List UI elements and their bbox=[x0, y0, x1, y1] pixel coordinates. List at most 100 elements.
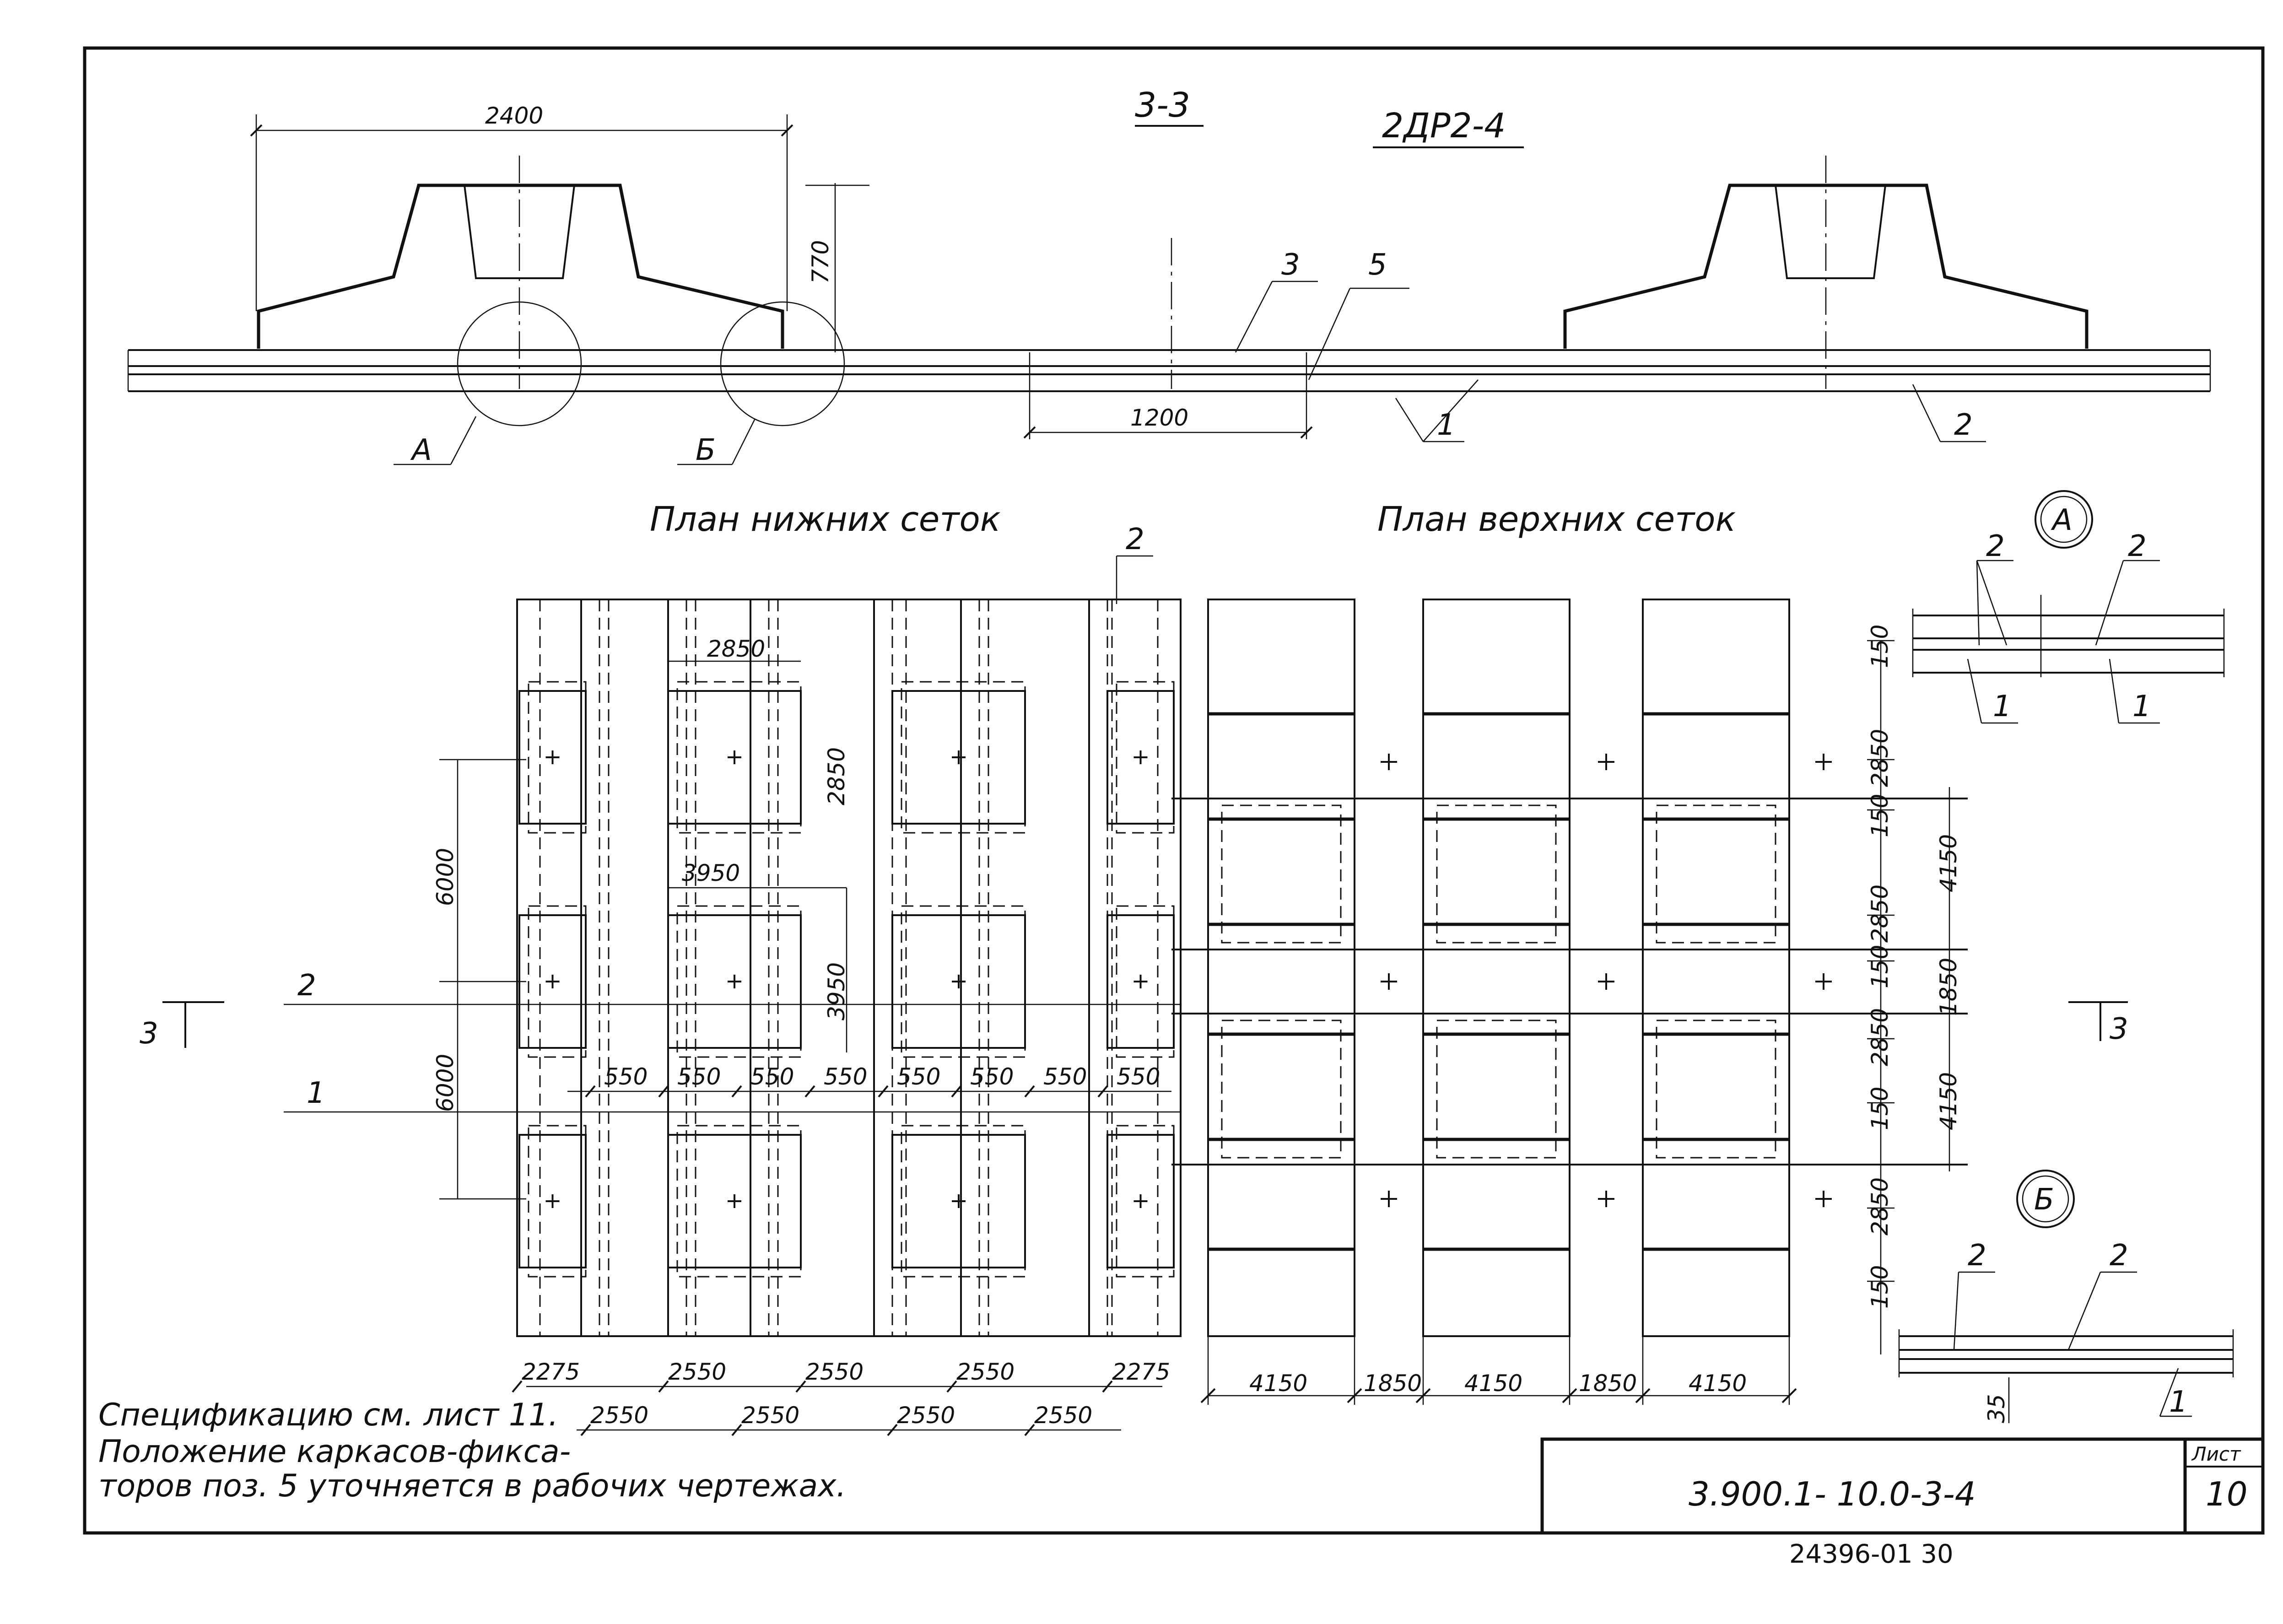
axis-1: 1 bbox=[307, 1076, 325, 1110]
dim-upper-bottom: 1850 bbox=[1579, 1370, 1637, 1397]
detail-b-pos-2b: 2 bbox=[2110, 1239, 2128, 1273]
dim-tick bbox=[887, 1424, 898, 1436]
dim-tick bbox=[512, 1380, 523, 1393]
detail-a-pos-2b: 2 bbox=[2128, 529, 2147, 563]
cut-mark-right: 3 bbox=[2110, 1012, 2128, 1046]
dim-6000-top: 6000 bbox=[432, 848, 459, 906]
bay-tick bbox=[804, 1085, 815, 1098]
pad-hidden bbox=[1116, 905, 1175, 1058]
archive-number: 24396-01 30 bbox=[1789, 1539, 1954, 1569]
sheet-frame bbox=[83, 46, 2265, 1535]
dim-upper-bottom: 4150 bbox=[1689, 1370, 1747, 1397]
dim-lower-top: 2550 bbox=[668, 1359, 726, 1385]
pos-5: 5 bbox=[1368, 248, 1387, 282]
detail-a-label: А bbox=[2051, 503, 2073, 537]
detail-b-pos-1: 1 bbox=[2169, 1385, 2188, 1419]
upper-hidden bbox=[1656, 804, 1776, 944]
upper-hidden bbox=[1221, 1020, 1342, 1159]
pad-outline bbox=[891, 690, 1026, 825]
lower-mesh-plan: 2 2 1 3 6000 6000 2850 2850 3950 3950 55… bbox=[140, 523, 1182, 1436]
pad-hidden bbox=[901, 905, 1026, 1058]
dim-550: 550 bbox=[1043, 1063, 1087, 1090]
bay-tick bbox=[1024, 1085, 1035, 1098]
sheet-label: Лист bbox=[2191, 1443, 2241, 1465]
dim-2850-w: 2850 bbox=[707, 636, 765, 662]
dim-lower-bot: 2550 bbox=[1034, 1402, 1092, 1429]
dim-3950-h: 3950 bbox=[823, 962, 850, 1020]
pad-hidden bbox=[1116, 1125, 1175, 1278]
pad-hidden bbox=[528, 905, 587, 1058]
dim-right-col2: 4150 bbox=[1935, 834, 1962, 892]
pad-outline bbox=[891, 1134, 1026, 1268]
note-line-1: Спецификацию см. лист 11. bbox=[98, 1397, 558, 1433]
pad-outline bbox=[891, 914, 1026, 1049]
dim-tick bbox=[731, 1424, 742, 1436]
upper-strip bbox=[1642, 599, 1790, 1337]
upper-strip bbox=[1422, 599, 1571, 1337]
pad-hidden bbox=[528, 681, 587, 834]
dim-right-col1: 150 bbox=[1867, 1265, 1893, 1309]
detail-b-pos-2a: 2 bbox=[1968, 1239, 1986, 1273]
upper-hidden bbox=[1436, 804, 1557, 944]
upper-plan-title: План верхних сеток bbox=[1377, 500, 1736, 539]
detail-a-pos-1b: 1 bbox=[2132, 690, 2151, 723]
dim-6000-bot: 6000 bbox=[432, 1054, 459, 1112]
pos-1: 1 bbox=[1437, 408, 1456, 442]
callout-a: А bbox=[410, 433, 432, 467]
cut-mark-left: 3 bbox=[140, 1017, 158, 1051]
bay-tick bbox=[658, 1085, 669, 1098]
bay-tick bbox=[731, 1085, 742, 1098]
dim-550: 550 bbox=[750, 1063, 794, 1090]
upper-strip bbox=[1207, 599, 1355, 1337]
dim-550: 550 bbox=[604, 1063, 648, 1090]
dim-tick bbox=[658, 1380, 669, 1393]
pad-hidden bbox=[676, 905, 802, 1058]
detail-a-pos-2a: 2 bbox=[1986, 529, 2005, 563]
pad-hidden bbox=[676, 681, 802, 834]
dim-lower-bot: 2550 bbox=[897, 1402, 955, 1429]
dim-550: 550 bbox=[970, 1063, 1014, 1090]
dim-right-col1: 150 bbox=[1867, 1087, 1893, 1130]
dim-lower-top: 2275 bbox=[1112, 1359, 1170, 1385]
pad-outline bbox=[667, 690, 802, 825]
detail-circle-a bbox=[457, 301, 582, 426]
dim-1200: 1200 bbox=[1130, 405, 1188, 431]
upper-hidden bbox=[1656, 1020, 1776, 1159]
pad-hidden bbox=[1116, 681, 1175, 834]
detail-a-pos-1a: 1 bbox=[1993, 690, 2012, 723]
detail-a: А 2 2 1 1 bbox=[1912, 490, 2225, 724]
pad-hidden bbox=[901, 1125, 1026, 1278]
dim-tick bbox=[795, 1380, 806, 1393]
upper-mesh-plan: 3 15028501502850150285015028501504150185… bbox=[1171, 599, 2128, 1405]
dim-right-col1: 150 bbox=[1867, 625, 1893, 668]
axis-2: 2 bbox=[297, 969, 316, 1003]
note-line-3: торов поз. 5 уточняется в рабочих чертеж… bbox=[98, 1468, 846, 1504]
pad-hidden bbox=[676, 1125, 802, 1278]
dim-550: 550 bbox=[824, 1063, 867, 1090]
footing-left bbox=[257, 183, 784, 349]
dim-right-col2: 1850 bbox=[1935, 958, 1962, 1016]
dim-550: 550 bbox=[677, 1063, 721, 1090]
dim-upper-bottom: 1850 bbox=[1364, 1370, 1422, 1397]
section-3-3: 3-3 2ДР2-4 2400 770 bbox=[127, 86, 2211, 467]
dim-lower-top: 2550 bbox=[805, 1359, 864, 1385]
dim-right-col2: 4150 bbox=[1935, 1072, 1962, 1130]
bay-tick bbox=[951, 1085, 962, 1098]
notes: Спецификацию см. лист 11. Положение карк… bbox=[98, 1397, 846, 1504]
dim-right-col1: 2850 bbox=[1867, 885, 1893, 943]
title-block: Лист 10 3.900.1- 10.0-3-4 24396-01 30 bbox=[1540, 1437, 2265, 1569]
dim-lower-top: 2550 bbox=[956, 1359, 1015, 1385]
dim-right-col1: 2850 bbox=[1867, 1008, 1893, 1066]
callout-b: Б bbox=[696, 433, 716, 467]
section-label: 3-3 bbox=[1135, 86, 1190, 125]
detail-circle-b bbox=[720, 301, 845, 426]
dim-right-col1: 150 bbox=[1867, 794, 1893, 837]
pos-2: 2 bbox=[1954, 408, 1973, 442]
pad-outline bbox=[667, 1134, 802, 1268]
dim-550: 550 bbox=[897, 1063, 940, 1090]
dim-2850-h: 2850 bbox=[823, 747, 850, 805]
pad-outline bbox=[667, 914, 802, 1049]
pad-hidden bbox=[901, 681, 1026, 834]
dim-tick bbox=[1024, 1424, 1035, 1436]
